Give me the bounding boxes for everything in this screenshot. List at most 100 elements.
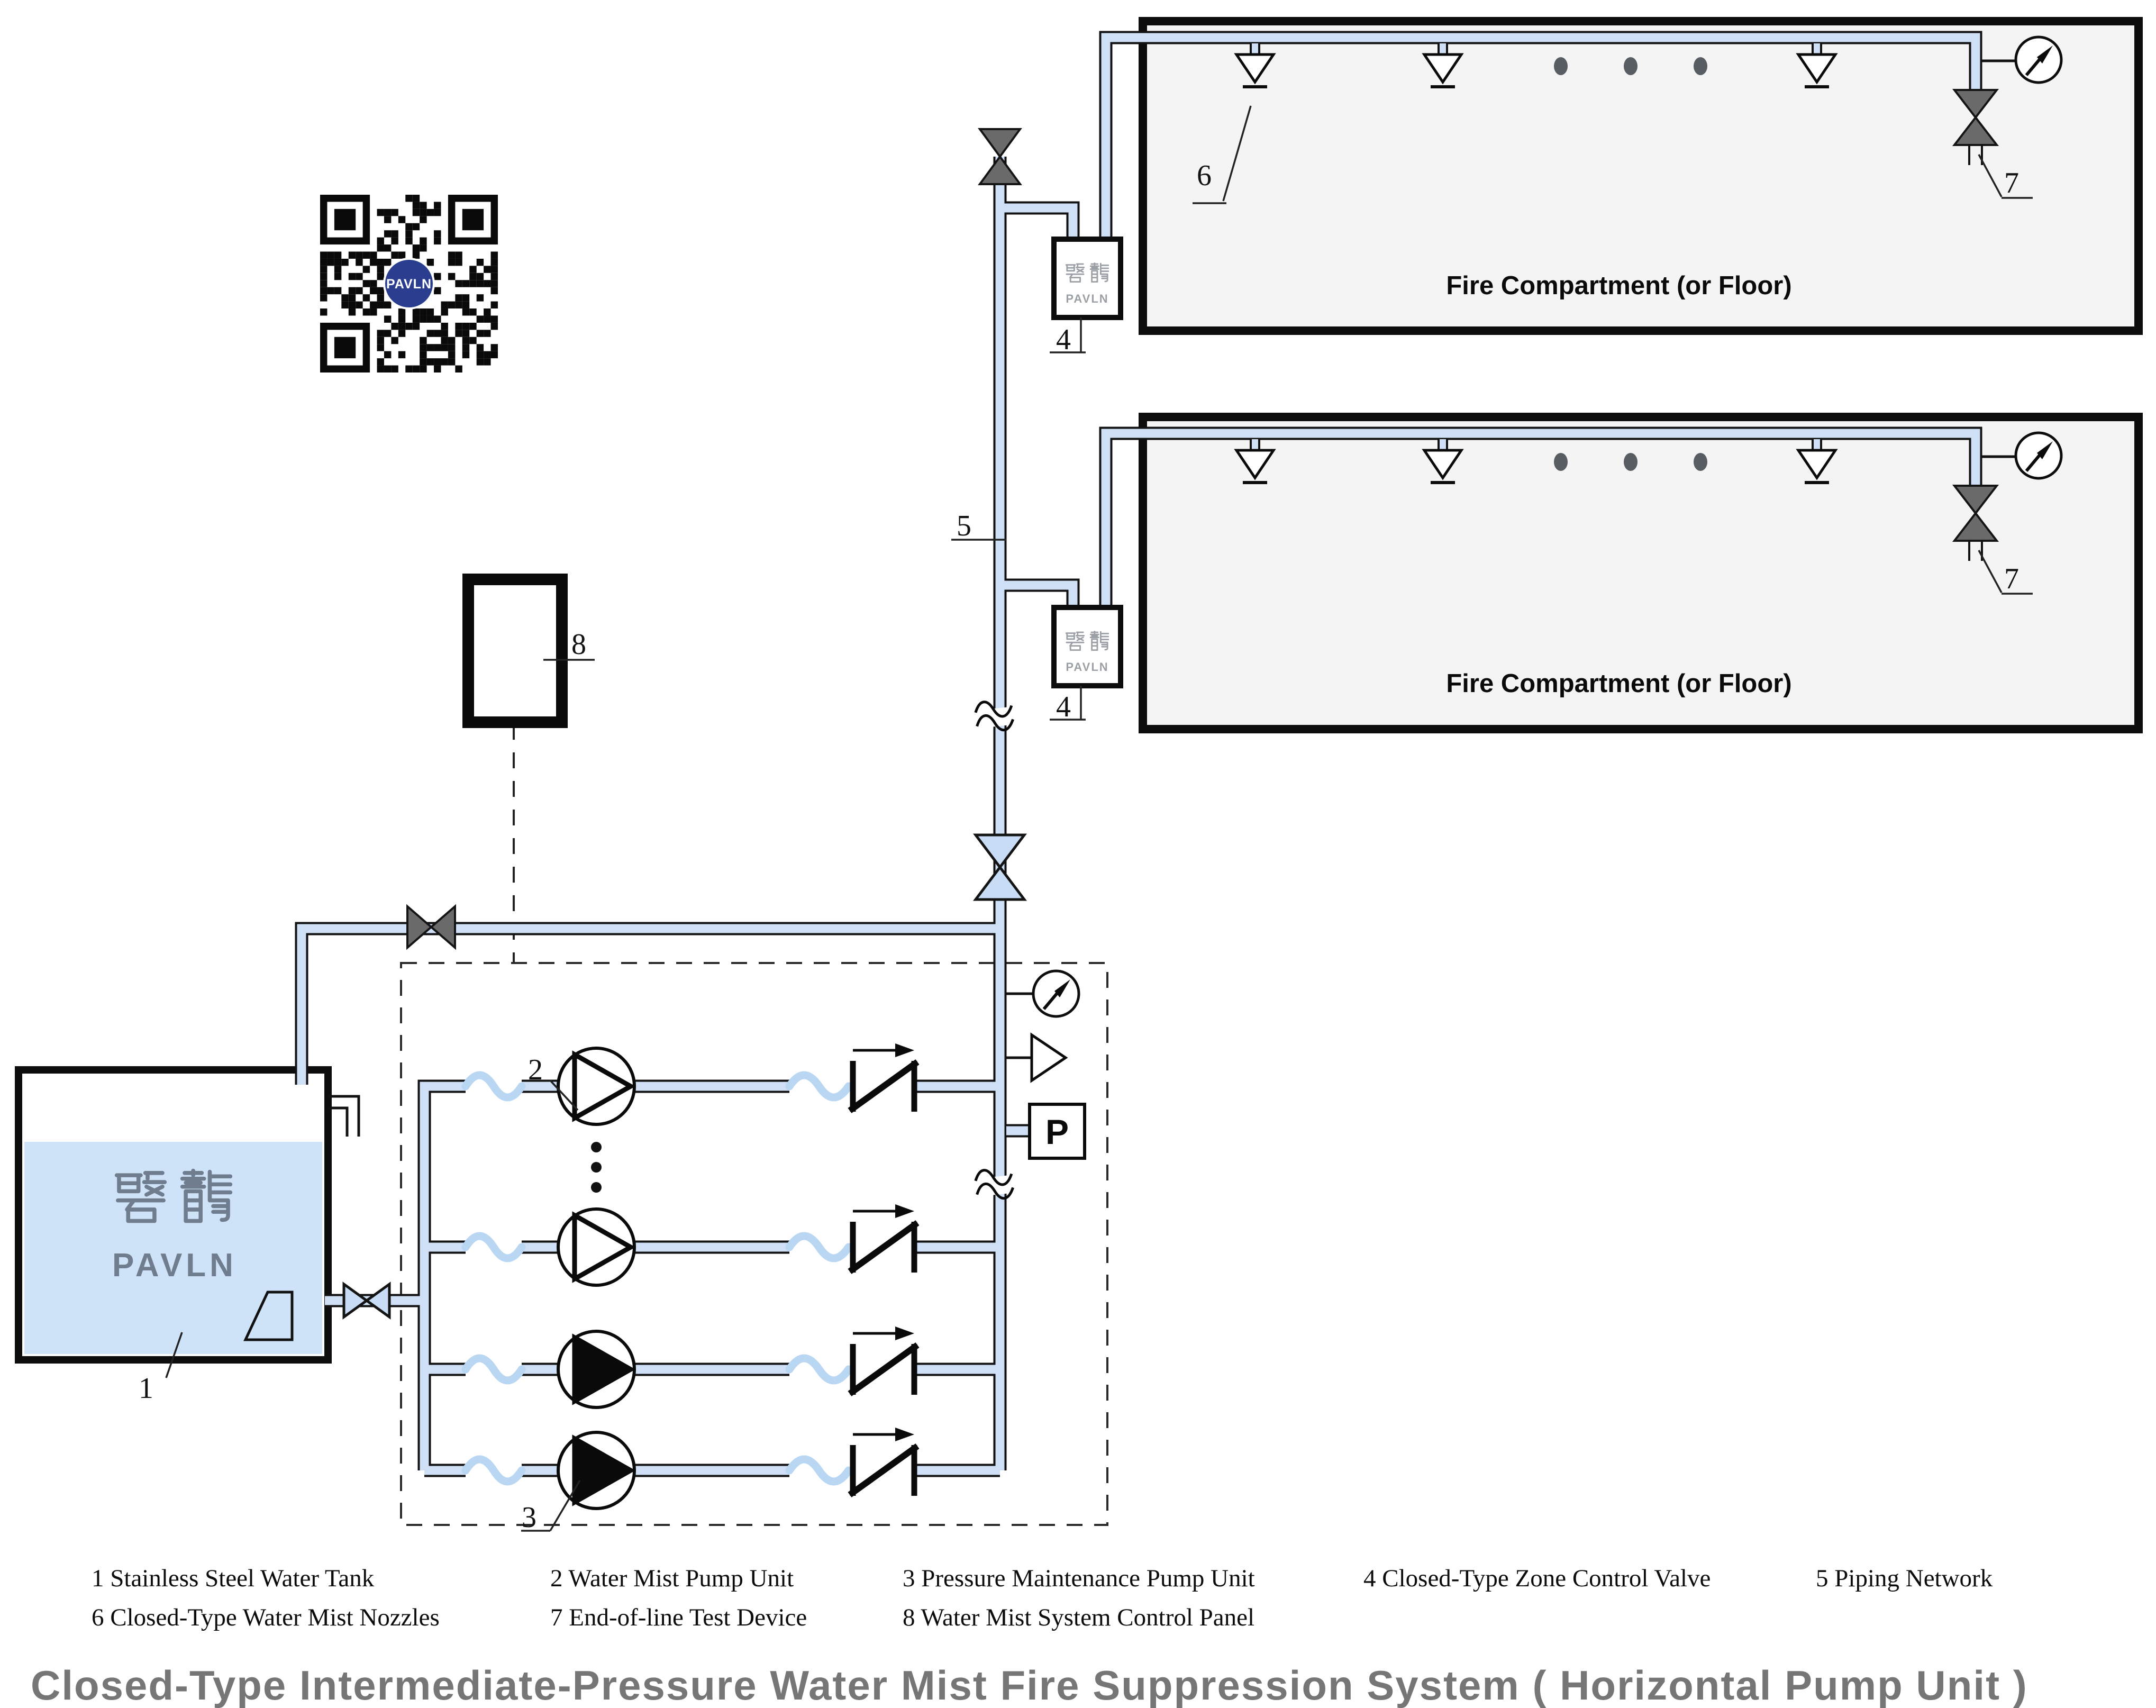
- qr-module: [490, 322, 498, 330]
- qr-module: [384, 330, 392, 337]
- qr-module: [434, 230, 441, 238]
- flow-indicator-icon: [1006, 1032, 1068, 1083]
- flexible-connector-icon: [785, 1232, 853, 1262]
- ellipsis-dot: [591, 1182, 602, 1193]
- qr-module: [384, 208, 392, 216]
- qr-module: [327, 287, 334, 295]
- brand-latin: PAVLN: [1066, 660, 1108, 674]
- callout-zone-valve-1: 4: [1056, 323, 1071, 356]
- qr-module: [420, 344, 427, 351]
- qr-module: [320, 280, 328, 287]
- pipe: [295, 922, 1000, 1085]
- tank-water: [24, 1142, 322, 1354]
- qr-module: [490, 351, 498, 359]
- qr-module: [420, 358, 427, 366]
- qr-module: [469, 322, 477, 330]
- qr-module: [370, 251, 377, 259]
- qr-module: [462, 344, 470, 351]
- pressure-gauge-icon: [1982, 35, 2063, 84]
- callout-piping: 5: [957, 510, 971, 542]
- qr-module: [426, 258, 434, 266]
- qr-module: [391, 208, 398, 216]
- test-valve-icon-2: [1952, 485, 1999, 542]
- qr-module: [426, 308, 434, 316]
- legend-item: 2 Water Mist Pump Unit: [550, 1565, 794, 1592]
- callout-nozzle: 6: [1197, 159, 1212, 192]
- ellipsis-dot: [591, 1142, 602, 1152]
- qr-module: [412, 208, 420, 216]
- qr-module: [377, 344, 384, 351]
- qr-module: [384, 351, 392, 359]
- qr-module: [448, 351, 456, 359]
- qr-module: [490, 251, 498, 259]
- qr-module: [320, 308, 328, 316]
- qr-module: [490, 272, 498, 280]
- qr-module: [484, 266, 491, 273]
- qr-module: [462, 337, 470, 344]
- qr-module: [420, 308, 427, 316]
- qr-module: [484, 280, 491, 287]
- brand-latin: PAVLN: [386, 277, 432, 292]
- qr-module: [377, 365, 384, 373]
- qr-module: [462, 280, 470, 287]
- qr-module: [462, 301, 470, 309]
- qr-module: [490, 266, 498, 273]
- qr-module: [434, 208, 441, 216]
- qr-module: [377, 258, 384, 266]
- qr-module: [405, 230, 413, 238]
- legend-item: 5 Piping Network: [1816, 1565, 1993, 1592]
- qr-module: [398, 251, 406, 259]
- water-mist-nozzle-icon: [1422, 449, 1464, 484]
- qr-module: [391, 322, 398, 330]
- qr-module: [455, 258, 462, 266]
- pipe: [1101, 33, 1980, 243]
- qr-module: [377, 337, 384, 344]
- qr-module: [377, 287, 384, 295]
- qr-module: [377, 272, 384, 280]
- qr-module: [405, 195, 413, 202]
- page-title: Closed-Type Intermediate-Pressure Water …: [31, 1662, 2028, 1708]
- qr-module: [362, 280, 370, 287]
- qr-module: [448, 272, 456, 280]
- compartment-2-label: Fire Compartment (or Floor): [1446, 669, 1791, 698]
- qr-module: [490, 301, 498, 309]
- qr-module: [462, 322, 470, 330]
- qr-module: [412, 251, 420, 259]
- jockey-pump-icon: [557, 1431, 636, 1510]
- qr-module: [490, 258, 498, 266]
- check-valve-icon: [848, 1327, 920, 1396]
- check-valve-icon: [848, 1043, 920, 1113]
- check-valve-icon: [848, 1204, 920, 1274]
- callout-panel: 8: [571, 628, 586, 661]
- qr-module: [412, 223, 420, 231]
- callout-pump-unit: 2: [528, 1053, 543, 1086]
- water-tank: [15, 1066, 332, 1364]
- qr-module: [426, 330, 434, 337]
- qr-module: [327, 258, 334, 266]
- qr-module: [341, 294, 349, 302]
- flexible-connector-icon: [461, 1455, 526, 1486]
- suction-valve-icon: [342, 1282, 391, 1320]
- qr-module: [398, 322, 406, 330]
- qr-module: [469, 266, 477, 273]
- qr-module: [490, 280, 498, 287]
- jockey-pump-icon: [557, 1330, 636, 1409]
- qr-module: [469, 280, 477, 287]
- qr-module: [476, 351, 484, 359]
- qr-module: [370, 280, 377, 287]
- qr-module: [370, 308, 377, 316]
- pressure-gauge-icon: [1006, 969, 1080, 1018]
- water-mist-nozzle-icon: [1422, 53, 1464, 88]
- qr-module: [334, 266, 342, 273]
- qr-module: [320, 294, 328, 302]
- qr-module: [420, 208, 427, 216]
- qr-module: [462, 308, 470, 316]
- flexible-connector-icon: [785, 1455, 853, 1486]
- pipe: [420, 1082, 466, 1470]
- water-mist-nozzle-icon: [1234, 449, 1276, 484]
- callout-zone-valve-2: 4: [1056, 691, 1071, 723]
- qr-module: [370, 301, 377, 309]
- qr-module: [420, 244, 427, 252]
- callout-tank: 1: [139, 1372, 153, 1405]
